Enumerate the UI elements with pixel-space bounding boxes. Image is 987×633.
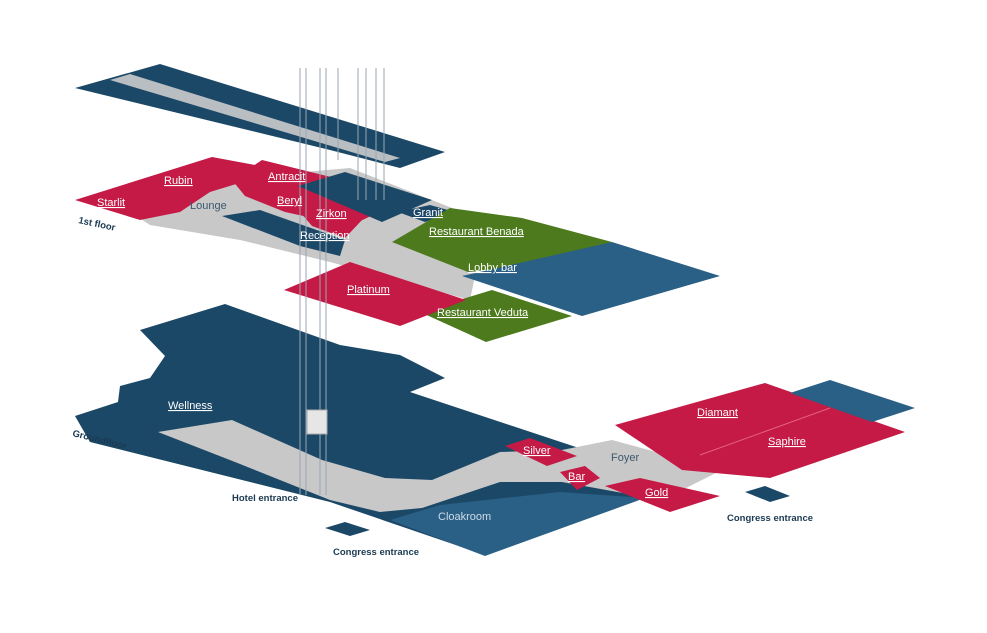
- label-wellness[interactable]: Wellness: [168, 400, 213, 412]
- room-reception[interactable]: [222, 210, 345, 256]
- room-dark-block: [298, 172, 432, 222]
- label-antracit[interactable]: Antracit: [268, 171, 305, 183]
- ground-floor: [75, 304, 915, 556]
- room-lobby-bar-area[interactable]: [462, 242, 720, 316]
- label-congress-entrance-right: Congress entrance: [727, 513, 813, 524]
- label-silver[interactable]: Silver: [523, 445, 551, 457]
- room-silver[interactable]: [505, 438, 577, 466]
- room-divider: [699, 407, 831, 456]
- top-wing-corridor: [110, 74, 400, 162]
- label-gold[interactable]: Gold: [645, 487, 668, 499]
- label-rubin[interactable]: Rubin: [164, 175, 193, 187]
- room-cloakroom[interactable]: [390, 492, 645, 556]
- label-restaurant-veduta[interactable]: Restaurant Veduta: [437, 307, 529, 319]
- label-diamant[interactable]: Diamant: [697, 407, 738, 419]
- elevator-shafts: [299, 68, 385, 495]
- label-restaurant-benada[interactable]: Restaurant Benada: [429, 226, 525, 238]
- room-east[interactable]: [790, 380, 915, 422]
- first-floor: [75, 64, 720, 342]
- entrance-arrow-right: [745, 486, 790, 502]
- label-bar[interactable]: Bar: [568, 471, 585, 483]
- ground-floor-corridor: [158, 420, 722, 512]
- wing-starlit-rubin[interactable]: [75, 157, 282, 220]
- label-saphire[interactable]: Saphire: [768, 436, 806, 448]
- label-cloakroom: Cloakroom: [438, 511, 491, 523]
- label-lobby-bar[interactable]: Lobby bar: [468, 262, 517, 274]
- room-gold[interactable]: [605, 478, 720, 512]
- room-bar[interactable]: [560, 466, 600, 490]
- entrance-arrow-left: [325, 522, 370, 536]
- label-granit[interactable]: Granit: [413, 207, 443, 219]
- room-platinum[interactable]: [284, 262, 466, 326]
- label-foyer: Foyer: [611, 452, 639, 464]
- label-starlit[interactable]: Starlit: [97, 197, 125, 209]
- label-hotel-entrance: Hotel entrance: [232, 493, 298, 504]
- room-granit[interactable]: [398, 205, 455, 222]
- label-congress-entrance-left: Congress entrance: [333, 547, 419, 558]
- label-platinum[interactable]: Platinum: [347, 284, 390, 296]
- label-lounge: Lounge: [190, 200, 227, 212]
- label-beryl[interactable]: Beryl: [277, 195, 302, 207]
- label-zirkon[interactable]: Zirkon: [316, 208, 347, 220]
- room-zirkon[interactable]: [300, 205, 362, 238]
- ground-floor-main[interactable]: [75, 304, 650, 555]
- label-reception[interactable]: Reception: [300, 230, 350, 242]
- elevator-car: [306, 409, 328, 435]
- first-floor-label: 1st floor: [77, 215, 116, 234]
